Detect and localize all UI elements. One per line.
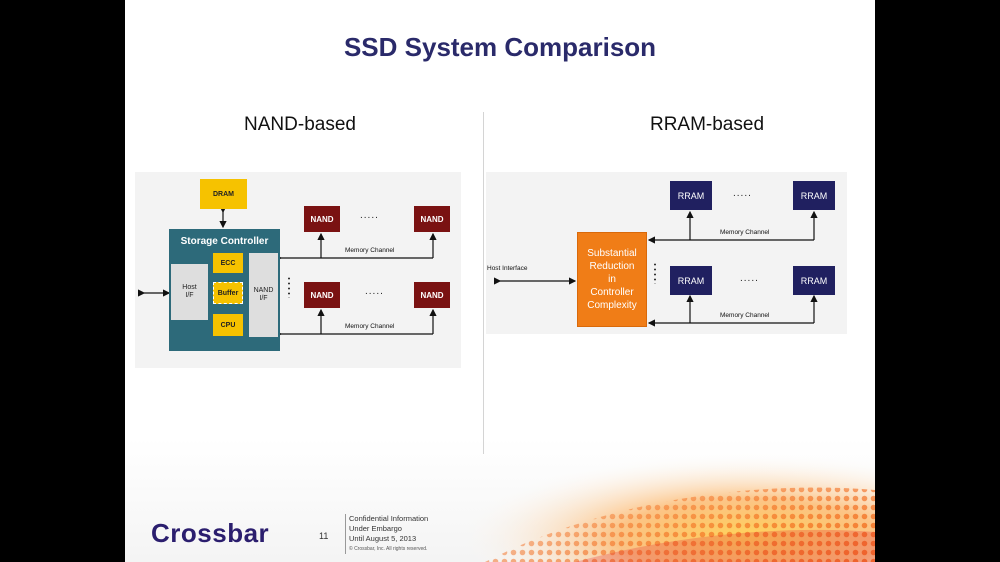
confidential-line: Until August 5, 2013 xyxy=(349,534,417,543)
copyright-text: © Crossbar, Inc. All rights reserved. xyxy=(349,546,428,552)
rram-ellipsis: ..... xyxy=(733,188,752,199)
vertical-ellipsis xyxy=(287,276,291,298)
memory-channel-label: Memory Channel xyxy=(345,323,395,330)
nand-chip: NAND xyxy=(304,206,340,232)
decorative-dot-swoosh xyxy=(455,440,875,562)
memory-channel-label: Memory Channel xyxy=(345,247,395,254)
rram-heading: RRAM-based xyxy=(649,114,765,135)
confidential-line: Confidential Information xyxy=(349,514,429,523)
nand-chip: NAND xyxy=(414,206,450,232)
rram-controller-box: Substantial Reduction in Controller Comp… xyxy=(577,232,647,327)
host-if-block: Host I/F xyxy=(171,264,208,320)
rram-ellipsis: ..... xyxy=(740,273,759,284)
nand-chip: NAND xyxy=(414,282,450,308)
section-divider xyxy=(483,112,484,454)
rram-chip: RRAM xyxy=(670,266,712,295)
memory-channel-label: Memory Channel xyxy=(720,229,770,236)
buffer-block: Buffer xyxy=(213,282,243,304)
host-interface-label: Host Interface xyxy=(487,265,528,272)
nand-connector-lines xyxy=(138,206,437,338)
storage-controller-title: Storage Controller xyxy=(180,236,269,247)
nand-ellipsis: ..... xyxy=(360,210,379,221)
rram-connector-lines xyxy=(494,210,818,327)
slide: SSD System Comparison NAND-based RRAM-ba… xyxy=(125,0,875,562)
rram-chip: RRAM xyxy=(793,266,835,295)
cpu-block: CPU xyxy=(213,314,243,336)
slide-title: SSD System Comparison xyxy=(343,32,657,62)
memory-channel-label: Memory Channel xyxy=(720,312,770,319)
nand-if-block: NAND I/F xyxy=(249,253,278,337)
rram-chip: RRAM xyxy=(793,181,835,210)
confidential-notice: Confidential Information Under Embargo U… xyxy=(345,514,428,554)
nand-heading: NAND-based xyxy=(244,114,356,135)
rram-chip: RRAM xyxy=(670,181,712,210)
page-number: 11 xyxy=(319,531,329,541)
crossbar-logo: Crossbar xyxy=(151,518,270,548)
nand-ellipsis: ..... xyxy=(365,286,384,297)
dram-box: DRAM xyxy=(200,179,247,209)
storage-controller: Storage Controller Host I/F ECC Buffer C… xyxy=(169,229,280,351)
nand-chip: NAND xyxy=(304,282,340,308)
ecc-block: ECC xyxy=(213,253,243,273)
rram-diagram-panel xyxy=(486,172,847,334)
confidential-line: Under Embargo xyxy=(349,524,402,533)
vertical-ellipsis xyxy=(653,262,657,284)
